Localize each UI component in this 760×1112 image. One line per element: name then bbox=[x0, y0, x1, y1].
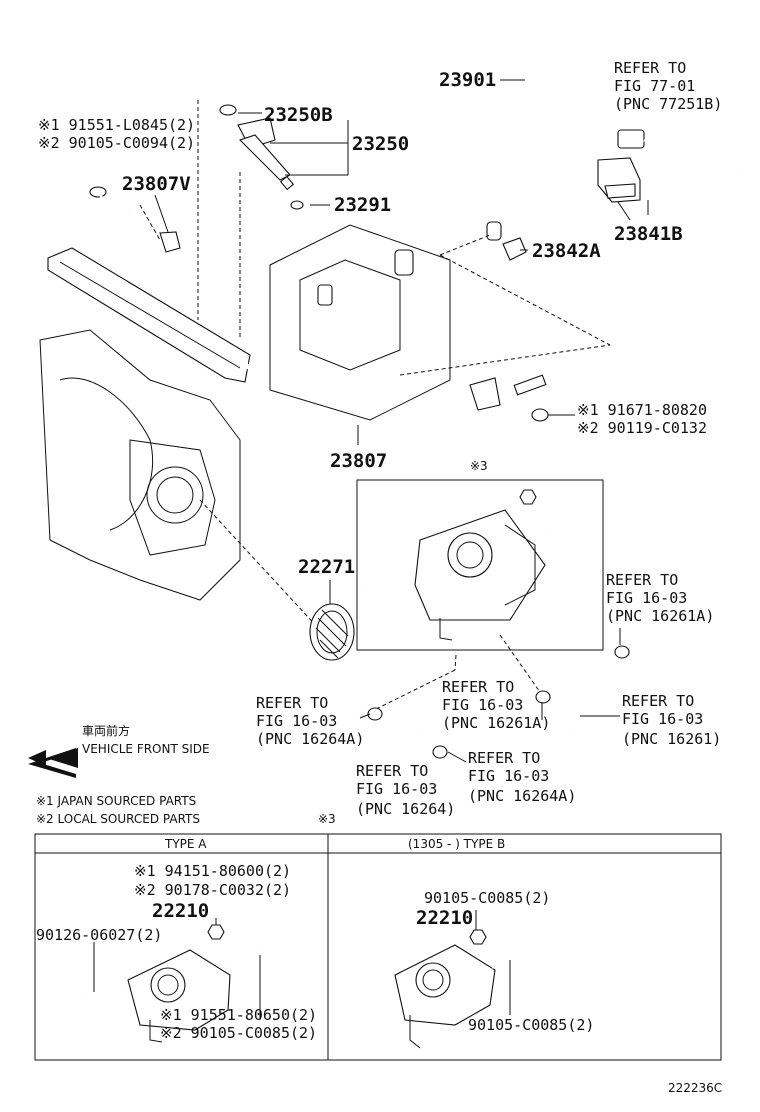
label-23291: 23291 bbox=[334, 194, 391, 216]
type-b-label-22210: 22210 bbox=[416, 907, 473, 929]
label-23901: 23901 bbox=[439, 69, 496, 91]
hose-end-fitting bbox=[486, 221, 502, 241]
refer-77-01-line3: (PNC 77251B) bbox=[614, 95, 722, 113]
bolt-and-collar bbox=[89, 186, 181, 253]
hose-clamp bbox=[535, 690, 551, 704]
refer-16264A-right-line3: (PNC 16264A) bbox=[468, 787, 576, 805]
refer-16261-line1: REFER TO bbox=[622, 692, 694, 710]
label-23250: 23250 bbox=[352, 133, 409, 155]
reference-lines bbox=[139, 100, 611, 713]
refer-77-01-line2: FIG 77-01 bbox=[614, 77, 695, 95]
refer-16264-line2: FIG 16-03 bbox=[356, 780, 437, 798]
note-mid-2: ※2 90119-C0132 bbox=[577, 419, 707, 437]
refer-16264A-right-line1: REFER TO bbox=[468, 749, 540, 767]
legend-mark3: ※3 bbox=[318, 812, 336, 826]
type-b-note-2: 90105-C0085(2) bbox=[468, 1016, 594, 1034]
vehicle-front-indicator: 車両前方 VEHICLE FRONT SIDE bbox=[28, 723, 210, 778]
label-23807V: 23807V bbox=[122, 173, 191, 195]
engine-block bbox=[269, 224, 451, 421]
type-a-note-1: ※1 94151-80600(2) bbox=[134, 862, 291, 880]
refer-16261A-line1: REFER TO bbox=[606, 571, 678, 589]
type-a-header: TYPE A bbox=[164, 837, 207, 851]
fuel-hose-23901 bbox=[486, 56, 741, 241]
front-side-en: VEHICLE FRONT SIDE bbox=[82, 742, 210, 756]
refer-16264-line1: REFER TO bbox=[356, 762, 428, 780]
refer-16264A-right-line2: FIG 16-03 bbox=[468, 767, 549, 785]
mark3-top: ※3 bbox=[470, 459, 488, 473]
bracket-23841B bbox=[597, 157, 641, 203]
type-b-note-1: 90105-C0085(2) bbox=[424, 889, 550, 907]
fuel-rail-23807 bbox=[47, 247, 549, 436]
type-b-header: (1305 - ) TYPE B bbox=[408, 837, 505, 851]
refer-16264-line3: (PNC 16264) bbox=[356, 800, 455, 818]
refer-16261-line3: (PNC 16261) bbox=[622, 730, 721, 748]
throttle-body-type-a bbox=[84, 918, 261, 1043]
refer-16261A-mid-line3: (PNC 16261A) bbox=[442, 714, 550, 732]
legend-local: ※2 LOCAL SOURCED PARTS bbox=[36, 812, 200, 826]
note-mid-1: ※1 91671-80820 bbox=[577, 401, 707, 419]
type-a-note-4: ※2 90105-C0085(2) bbox=[160, 1024, 317, 1042]
gasket-22271 bbox=[309, 603, 355, 661]
refer-16261A-mid-line1: REFER TO bbox=[442, 678, 514, 696]
refer-16261A-mid-line2: FIG 16-03 bbox=[442, 696, 523, 714]
hose-clamp bbox=[614, 645, 630, 659]
label-23250B: 23250B bbox=[264, 104, 333, 126]
intake-manifold bbox=[39, 329, 241, 601]
throttle-body-main bbox=[364, 489, 593, 641]
front-side-jp: 車両前方 bbox=[82, 723, 130, 738]
refer-16264A-left-line3: (PNC 16264A) bbox=[256, 730, 364, 748]
label-23842A: 23842A bbox=[532, 240, 601, 262]
type-a-label-22210: 22210 bbox=[152, 900, 209, 922]
label-23807: 23807 bbox=[330, 450, 387, 472]
figure-code: 222236C bbox=[668, 1081, 722, 1095]
hose-connector bbox=[617, 129, 645, 149]
note-top-1: ※1 91551-L0845(2) bbox=[38, 116, 195, 134]
coolant-hoses bbox=[367, 645, 630, 759]
injector-23250 bbox=[219, 104, 304, 210]
refer-16261-line2: FIG 16-03 bbox=[622, 710, 703, 728]
variant-table: TYPE A (1305 - ) TYPE B ※1 94151-80600(2… bbox=[34, 833, 722, 1061]
throttle-body-box bbox=[356, 479, 604, 651]
throttle-body-type-b bbox=[394, 910, 523, 1049]
note-top-2: ※2 90105-C0094(2) bbox=[38, 134, 195, 152]
legend-japan: ※1 JAPAN SOURCED PARTS bbox=[36, 794, 196, 808]
refer-77-01-line1: REFER TO bbox=[614, 59, 686, 77]
label-23841B: 23841B bbox=[614, 223, 683, 245]
refer-16261A-line2: FIG 16-03 bbox=[606, 589, 687, 607]
label-22271: 22271 bbox=[298, 556, 355, 578]
rail-bolt bbox=[531, 408, 549, 422]
clip-23842A bbox=[502, 237, 527, 261]
hose-clamp bbox=[432, 745, 448, 759]
leader-lines bbox=[154, 79, 649, 763]
refer-16264A-left-line2: FIG 16-03 bbox=[256, 712, 337, 730]
hose-clamp bbox=[367, 707, 383, 721]
insulator-23291 bbox=[290, 200, 304, 210]
type-a-note-2: ※2 90178-C0032(2) bbox=[134, 881, 291, 899]
refer-16264A-left-line1: REFER TO bbox=[256, 694, 328, 712]
refer-16261A-line3: (PNC 16261A) bbox=[606, 607, 714, 625]
type-a-label-90126: 90126-06027(2) bbox=[36, 926, 162, 944]
type-a-note-3: ※1 91551-80650(2) bbox=[160, 1006, 317, 1024]
